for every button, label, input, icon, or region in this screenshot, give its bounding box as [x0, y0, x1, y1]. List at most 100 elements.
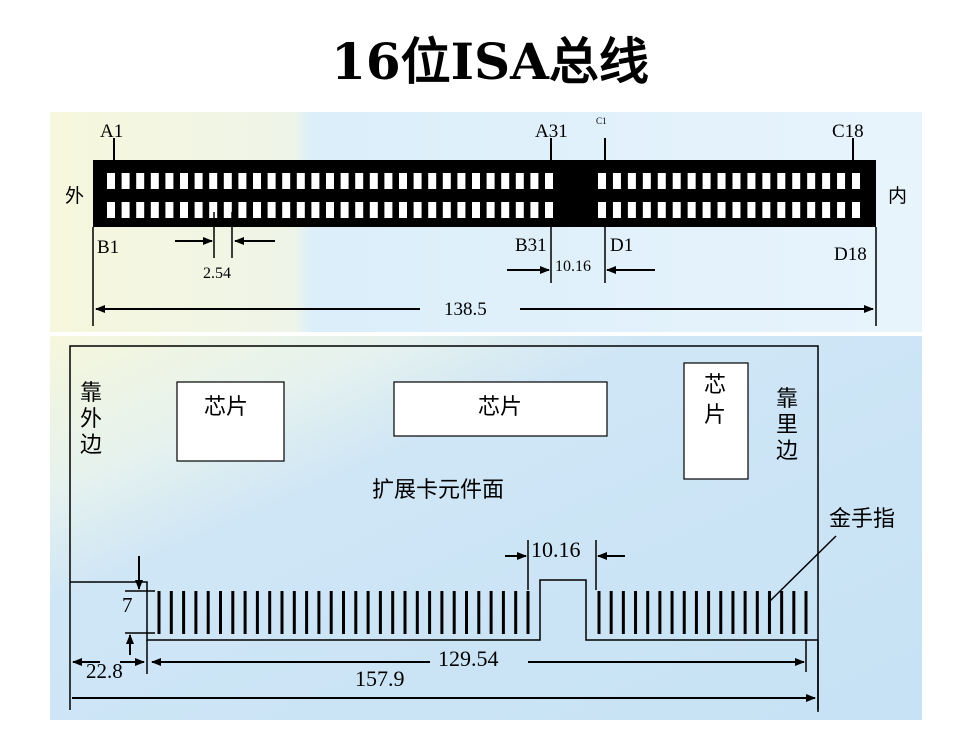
page-title: 16位ISA总线 [331, 32, 649, 91]
connector-slot [165, 173, 174, 189]
connector-slot [457, 173, 466, 189]
connector-slot [837, 202, 846, 218]
connector-slot [822, 202, 831, 218]
connector-slot [598, 173, 606, 189]
chip-right-label-top: 芯 [704, 373, 726, 398]
connector-slot [732, 173, 741, 189]
chip-left [176, 381, 285, 462]
connector-slot [150, 173, 159, 189]
offset-label: 22.8 [86, 659, 123, 683]
connector-slot [472, 202, 480, 218]
pin-label-a31: A31 [535, 121, 568, 142]
connector-slot [369, 202, 378, 218]
connector-slot [792, 173, 801, 189]
connector-slot [672, 202, 681, 218]
finger-height-label: 7 [122, 593, 133, 617]
connector-slot [180, 202, 188, 218]
connector-slot [837, 173, 846, 189]
connector-slot [687, 173, 696, 189]
pin-label-b1: B1 [97, 237, 119, 258]
connector-slot [732, 202, 741, 218]
connector-slot [792, 202, 801, 218]
connector-slot [384, 202, 393, 218]
connector-slot [150, 202, 159, 218]
connector-slot [598, 202, 606, 218]
connector-slot [642, 202, 651, 218]
connector-slot [223, 173, 232, 189]
connector-slot [852, 173, 860, 189]
connector-slot [627, 173, 636, 189]
connector-slot [296, 202, 305, 218]
connector-slot [777, 202, 786, 218]
connector-slot [747, 202, 756, 218]
connector-slot [399, 202, 407, 218]
connector-slot [762, 173, 771, 189]
gold-fingers-section2 [597, 591, 808, 634]
connector-slot [501, 202, 510, 218]
connector-slot [340, 173, 349, 189]
pin-label-d18: D18 [834, 244, 867, 265]
total-length-label: 138.5 [444, 299, 487, 320]
gold-finger-label: 金手指 [829, 507, 895, 532]
component-side-label: 扩展卡元件面 [372, 478, 504, 503]
connector-slot [311, 202, 320, 218]
connector-slot [717, 202, 726, 218]
connector-slot [238, 202, 247, 218]
connector-slot [486, 173, 495, 189]
connector-slot [413, 173, 422, 189]
connector-body [93, 160, 876, 227]
connector-slot [486, 202, 495, 218]
connector-slot [777, 173, 786, 189]
connector-slots-section1 [107, 173, 553, 218]
connector-slot [121, 173, 130, 189]
connector-slot [822, 173, 831, 189]
pin-label-c18: C18 [832, 121, 864, 142]
pin-label-b31: B31 [515, 235, 547, 256]
connector-slot [530, 173, 539, 189]
connector-slot [762, 202, 771, 218]
connector-slot [194, 173, 203, 189]
connector-slot [253, 173, 261, 189]
connector-slot [136, 173, 145, 189]
gold-finger-leader [769, 535, 837, 602]
outer-edge-label: 靠外边 [80, 381, 102, 458]
connector-slot [612, 173, 621, 189]
connector-slot [326, 202, 334, 218]
connector-slot [107, 202, 115, 218]
connector-slot [612, 202, 621, 218]
pitch-label: 2.54 [203, 265, 231, 282]
connector-slot [717, 173, 726, 189]
connector-slot [442, 173, 451, 189]
connector-slot [687, 202, 696, 218]
connector-slot [702, 173, 711, 189]
finger-span-label: 129.54 [438, 646, 499, 671]
connector-slot [311, 173, 320, 189]
connector-slot [180, 173, 188, 189]
connector-slot [326, 173, 334, 189]
connector-slot [807, 202, 816, 218]
connector-slot [355, 202, 364, 218]
connector-slot [399, 173, 407, 189]
connector-slot [136, 202, 145, 218]
outer-side-label: 外 [65, 185, 84, 207]
connector-slot [657, 202, 666, 218]
connector-slot [296, 173, 305, 189]
pin-label-c1: C1 [596, 116, 607, 126]
connector-slot [253, 202, 261, 218]
pin-label-a1: A1 [100, 121, 123, 142]
connector-slot [457, 202, 466, 218]
connector-slot [369, 173, 378, 189]
connector-slot [428, 202, 437, 218]
connector-slot [194, 202, 203, 218]
connector-slot [165, 202, 174, 218]
connector-slot [428, 173, 437, 189]
connector-slot [515, 173, 524, 189]
gold-fingers-section1 [157, 591, 530, 634]
connector-slot [807, 173, 816, 189]
connector-slot [238, 173, 247, 189]
card-total-length-label: 157.9 [355, 666, 405, 691]
connector-slot [355, 173, 364, 189]
card-outline [69, 345, 819, 710]
connector-slot [702, 202, 711, 218]
